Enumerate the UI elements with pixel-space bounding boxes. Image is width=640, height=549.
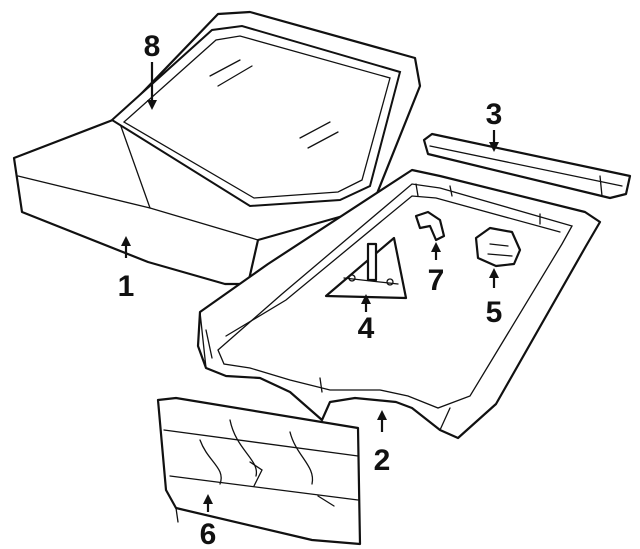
- callout-3: 3: [486, 98, 503, 131]
- callout-4: 4: [358, 312, 375, 345]
- arrow-5: [489, 268, 499, 288]
- arrow-2: [377, 410, 387, 432]
- latch: [474, 226, 522, 268]
- callout-8: 8: [144, 30, 161, 63]
- callout-6: 6: [200, 518, 217, 549]
- callout-2: 2: [374, 444, 391, 477]
- small-bracket: [414, 210, 446, 242]
- weatherstrip-bar: [422, 132, 632, 200]
- arrow-8: [147, 62, 157, 110]
- callout-7: 7: [428, 264, 445, 297]
- callout-1: 1: [118, 270, 135, 303]
- arrow-3: [489, 130, 499, 152]
- arrow-7: [431, 242, 441, 260]
- hatch-lid: [12, 10, 422, 286]
- arrow-6: [203, 494, 213, 512]
- arrow-1: [121, 236, 131, 258]
- arrow-4: [361, 294, 371, 312]
- rear-body-panel: [156, 396, 362, 546]
- callout-5: 5: [486, 296, 503, 329]
